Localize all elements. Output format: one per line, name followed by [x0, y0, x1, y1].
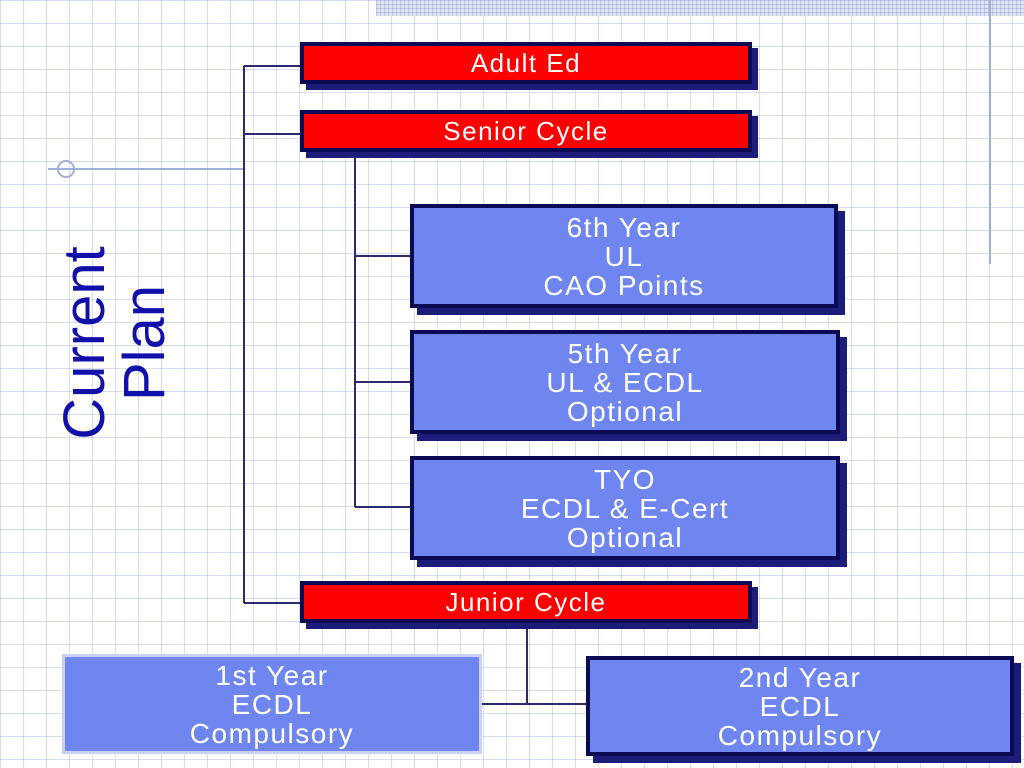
- node-second-year-line-3: Compulsory: [717, 719, 883, 751]
- node-tyo-line-1: TYO: [593, 463, 657, 495]
- node-adult-ed: Adult Ed: [300, 42, 752, 84]
- node-tyo: TYO ECDL & E-Cert Optional: [410, 456, 840, 560]
- left-decorative-rule: [48, 168, 244, 170]
- rule-circle-ornament: [57, 160, 75, 178]
- node-senior-cycle: Senior Cycle: [300, 110, 752, 152]
- node-junior-cycle-label: Junior Cycle: [445, 587, 607, 617]
- node-first-year: 1st Year ECDL Compulsory: [62, 654, 482, 754]
- node-first-year-line-2: ECDL: [231, 688, 313, 720]
- node-junior-cycle: Junior Cycle: [300, 581, 752, 623]
- node-first-year-line-3: Compulsory: [189, 717, 355, 749]
- node-fifth-year-line-1: 5th Year: [567, 337, 683, 369]
- node-sixth-year-line-1: 6th Year: [566, 211, 682, 243]
- node-fifth-year: 5th Year UL & ECDL Optional: [410, 330, 840, 434]
- node-tyo-line-3: Optional: [566, 521, 684, 553]
- node-tyo-line-2: ECDL & E-Cert: [520, 492, 730, 524]
- node-first-year-line-1: 1st Year: [215, 659, 329, 691]
- right-decorative-rule: [989, 0, 991, 264]
- node-second-year-line-1: 2nd Year: [738, 661, 862, 693]
- node-senior-cycle-label: Senior Cycle: [443, 116, 609, 146]
- top-decorative-band: [376, 0, 1024, 16]
- node-sixth-year: 6th Year UL CAO Points: [410, 204, 838, 308]
- node-fifth-year-line-3: Optional: [566, 395, 684, 427]
- node-sixth-year-line-3: CAO Points: [543, 269, 705, 301]
- node-fifth-year-line-2: UL & ECDL: [546, 366, 704, 398]
- node-adult-ed-label: Adult Ed: [470, 48, 582, 78]
- node-second-year: 2nd Year ECDL Compulsory: [586, 656, 1014, 756]
- node-second-year-line-2: ECDL: [759, 690, 841, 722]
- node-sixth-year-line-2: UL: [604, 240, 644, 272]
